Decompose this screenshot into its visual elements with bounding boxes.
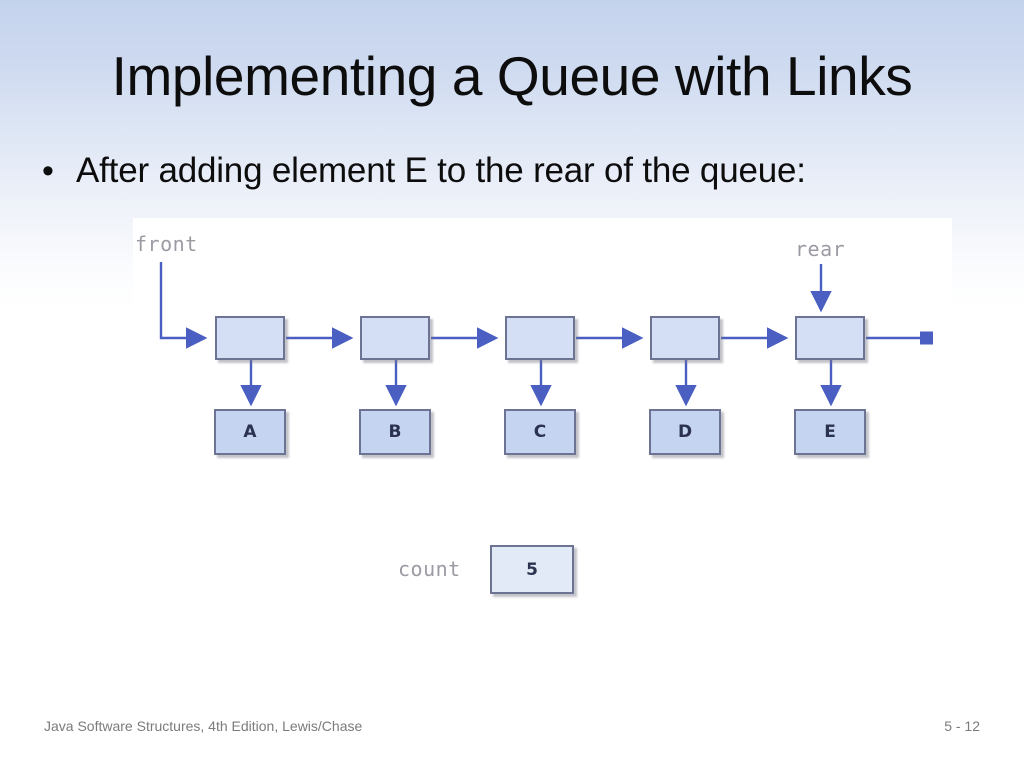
queue-node-d [650, 316, 720, 360]
page-title: Implementing a Queue with Links [111, 45, 913, 107]
front-label: front [135, 232, 198, 256]
footer-page-number: 5 - 12 [944, 718, 980, 734]
linked-queue-diagram: front rear A B C D E count 5 [133, 218, 952, 620]
footer-source-text: Java Software Structures, 4th Edition, L… [44, 718, 363, 734]
data-element-a: A [214, 409, 286, 455]
queue-node-e [795, 316, 865, 360]
null-terminator-icon [920, 331, 933, 345]
data-element-c: C [504, 409, 576, 455]
bullet-text: After adding element E to the rear of th… [76, 151, 806, 190]
queue-node-b [360, 316, 430, 360]
bullet-item: • After adding element E to the rear of … [42, 148, 1002, 194]
slide-footer: Java Software Structures, 4th Edition, L… [0, 716, 1024, 736]
rear-label: rear [795, 237, 846, 261]
data-element-d: D [649, 409, 721, 455]
queue-node-a [215, 316, 285, 360]
data-element-e: E [794, 409, 866, 455]
front-pointer-arrow [159, 262, 208, 349]
diagram-canvas: front rear A B C D E count 5 [133, 218, 952, 620]
count-value-box: 5 [490, 545, 574, 594]
bullet-marker-icon: • [42, 152, 54, 190]
count-label: count [398, 557, 461, 581]
queue-node-c [505, 316, 575, 360]
data-element-b: B [359, 409, 431, 455]
